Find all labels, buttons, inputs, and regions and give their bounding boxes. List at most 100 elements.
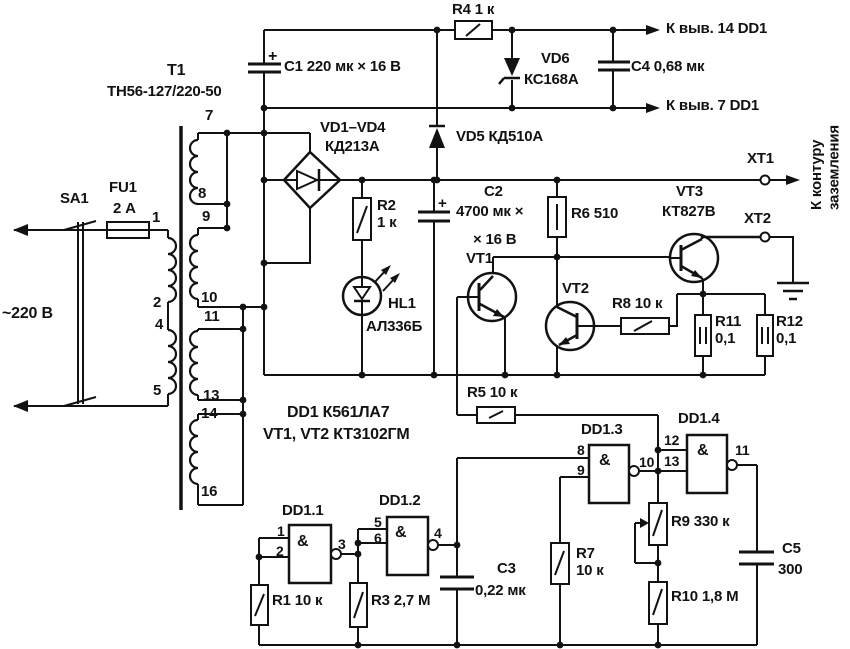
bridge-type: КД213А [325,138,380,155]
led-arrow-1 [381,265,391,275]
r6-label: R6 510 [571,205,619,222]
r11-label: R11 0,1 [715,313,742,347]
r9-label: R9 330 к [671,513,730,530]
sa1-label: SA1 [60,190,89,207]
c3-ref: С3 [497,560,516,577]
collector-line [492,256,670,306]
c4-label: С4 0,68 мк [631,58,705,75]
sec-pin9: 9 [202,208,211,225]
g14-amp: & [697,442,709,459]
trimmer-r9 [634,502,668,564]
g11-amp: & [297,533,309,550]
r2-label: R2 1 к [377,197,397,231]
mains-switch-sa1 [13,220,168,412]
wiper-arrow [640,518,649,528]
sec-pin11: 11 [204,308,220,325]
terminal-xt1 [759,174,771,186]
led-hl1 [341,265,400,375]
resistor-r6 [547,180,567,257]
c2-plus: + [438,195,447,212]
vt3-ref: VT3 [676,183,703,200]
transformer-t1 [167,126,311,510]
transistor-vt3 [668,232,760,294]
dd11-label: DD1.1 [282,502,324,519]
resistor-r5 [457,406,659,503]
g11-p3: 3 [338,536,346,552]
c2-val1: 4700 мк × [456,203,524,220]
diode-vd5 [429,30,445,180]
sec-pin8: 8 [198,185,207,202]
dd1-note2: VT1, VT2 КТ3102ГМ [263,426,410,443]
g13-p8: 8 [577,442,585,458]
resistor-r11 [694,294,712,375]
prim-pin5: 5 [153,382,162,399]
dd13-label: DD1.3 [581,421,623,438]
junction-dots [223,26,707,649]
arrow-left-top [13,224,28,236]
vd5-label: VD5 КД510А [456,128,544,145]
capacitor-c2 [418,180,450,375]
v220-label: ~220 В [2,305,53,322]
g12-amp: & [395,524,407,541]
t1-type: ТН56-127/220-50 [107,83,222,100]
c2-val2: × 16 В [473,231,517,248]
c3-val: 0,22 мк [475,582,526,599]
r7-label: R7 10 к [576,545,604,579]
arrow-out14 [646,25,660,35]
resistor-r4 [454,20,493,40]
g13-p10: 10 [639,454,655,470]
capacitor-c3 [440,575,474,645]
g11-p2: 2 [276,543,284,559]
g12-p5: 5 [374,514,382,530]
t1-ref: Т1 [167,62,186,79]
terminal-xt2-ground [759,231,809,301]
hl1-type: АЛ336Б [366,318,423,335]
gate-dd1-3 [456,443,687,577]
out14-label: К выв. 14 DD1 [666,20,768,37]
dd12-label: DD1.2 [379,492,421,509]
bridge-ref: VD1–VD4 [320,119,386,136]
fu1-val: 2 А [113,200,136,217]
capacitor-c1 [248,30,281,375]
g11-p1: 1 [277,523,285,539]
vt3-type: КТ827В [662,203,716,220]
resistor-r10 [648,563,668,645]
resistor-r7 [550,542,570,645]
capacitor-c5 [739,550,774,645]
terminal-xt2 [759,231,771,243]
g13-p9: 9 [577,462,585,478]
g14-p13: 13 [664,453,680,469]
sec-pin7: 7 [205,107,214,124]
arrow-xt1 [786,175,800,185]
r4-label: R4 1 к [452,1,495,18]
arrow-left-bottom [13,400,28,412]
xt2-label: XT2 [744,210,771,227]
sec-pin14: 14 [201,405,218,422]
r10-label: R10 1,8 М [671,588,739,605]
r3-label: R3 2,7 М [371,592,431,609]
prim-pin1: 1 [152,209,161,226]
g14-p12: 12 [664,432,680,448]
r12-label: R12 0,1 [776,313,803,347]
arrow-out7 [646,103,660,113]
bridge-rectifier-vd1-vd4 [264,150,342,264]
gate-dd1-2 [357,515,457,583]
vd6-ref: VD6 [541,50,570,67]
led-arrow-2 [390,273,400,283]
vd6-type: КС168А [524,71,579,88]
c1-label: С1 220 мк × 16 В [284,58,401,75]
ground-note: К контуру заземления [808,125,843,210]
out7-label: К выв. 7 DD1 [666,97,760,114]
c1-plus: + [268,48,278,65]
r5-label: R5 10 к [467,384,518,401]
capacitor-c4 [598,30,630,108]
resistor-r12 [756,294,774,375]
g12-p4: 4 [434,525,442,541]
c5-val: 300 [778,561,803,578]
c5-ref: С5 [782,540,801,557]
g12-p6: 6 [374,530,382,546]
fu1-ref: FU1 [109,179,137,196]
resistor-r2 [352,180,372,277]
